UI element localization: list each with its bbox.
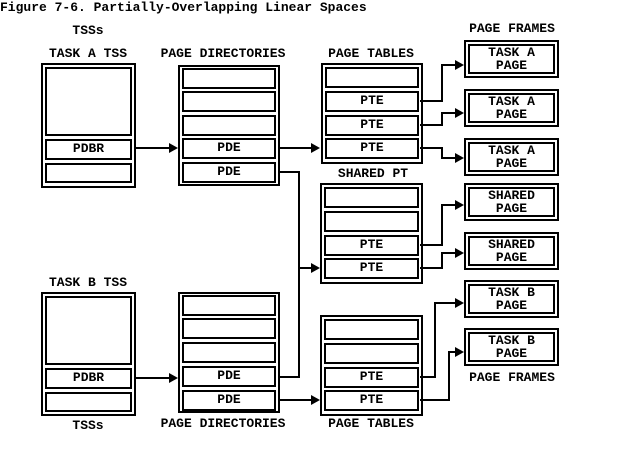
label-tsss-bottom: TSSs (72, 418, 104, 433)
page-frame-task-a-2: TASK A PAGE (464, 89, 559, 127)
label-page-tables-bottom: PAGE TABLES (328, 416, 414, 431)
label-page-frames-top: PAGE FRAMES (469, 21, 555, 36)
connector-table-b-pte1-run (434, 302, 455, 304)
shared-pt-cell-1 (324, 187, 419, 208)
table-b-cell-1 (324, 319, 419, 340)
page-frame-label: SHARED PAGE (468, 187, 555, 217)
shared-pt-pte-cell-1: PTE (324, 235, 419, 256)
connector-table-b-pte2-stub (420, 399, 450, 401)
page-frame-label: TASK A PAGE (468, 142, 555, 172)
connector-into-shared-pt (300, 267, 311, 269)
connector-shared-pte2-stub (420, 267, 443, 269)
connector-table-b-pte2-riser (448, 351, 450, 401)
shared-pt-cell-2 (324, 211, 419, 232)
connector-table-a-pte2-run (441, 112, 455, 114)
connector-shared-pte1-riser (441, 204, 443, 246)
shared-pt-pte-cell-2: PTE (324, 258, 419, 279)
arrowhead-into-frame-3 (455, 153, 464, 163)
connector-table-a-pte3-run (441, 157, 455, 159)
dir-b-cell-2 (182, 318, 276, 339)
connector-table-a-pte2-stub (420, 124, 443, 126)
arrowhead-into-table-a (311, 143, 320, 153)
connector-pdbr-a-to-dir-a (136, 147, 169, 149)
page-frame-label: TASK B PAGE (468, 284, 555, 314)
connector-table-a-pte1-riser (441, 64, 443, 102)
dir-b-pde-cell-2: PDE (182, 390, 276, 411)
connector-shared-pte1-stub (420, 244, 443, 246)
connector-shared-pte1-run (441, 204, 455, 206)
page-frame-task-b-1: TASK B PAGE (464, 280, 559, 318)
connector-dir-a-pde2-stub (280, 171, 300, 173)
page-frame-label: TASK B PAGE (468, 332, 555, 362)
dir-b-cell-1 (182, 295, 276, 316)
tss-b-pdbr-cell: PDBR (45, 368, 132, 389)
dir-b-cell-3 (182, 342, 276, 363)
connector-table-a-pte1-run (441, 64, 455, 66)
dir-b-pde-cell-1: PDE (182, 366, 276, 387)
arrowhead-into-dir-a (169, 143, 178, 153)
page-frame-shared-1: SHARED PAGE (464, 183, 559, 221)
table-b-pte-cell-2: PTE (324, 390, 419, 411)
tss-b-lower-cell (45, 392, 132, 412)
connector-table-a-pte1-stub (420, 100, 443, 102)
table-a-pte-cell-3: PTE (325, 138, 419, 159)
connector-dir-b-pde1-stub (280, 376, 300, 378)
tss-a-lower-cell (45, 163, 132, 183)
tss-a-empty-area (45, 67, 132, 136)
label-page-frames-bottom: PAGE FRAMES (469, 370, 555, 385)
arrowhead-into-frame-2 (455, 108, 464, 118)
table-a-pte-cell-1: PTE (325, 91, 419, 112)
tss-b-empty-area (45, 296, 132, 365)
connector-shared-pte2-riser (441, 252, 443, 269)
connector-pdbr-b-to-dir-b (136, 377, 169, 379)
arrowhead-into-frame-6 (455, 298, 464, 308)
connector-shared-vertical (298, 171, 300, 378)
table-b-pte-cell-1: PTE (324, 367, 419, 388)
connector-table-b-pte1-stub (420, 376, 436, 378)
connector-dir-a-pde1-to-table-a (280, 147, 311, 149)
connector-table-b-pte1-riser (434, 302, 436, 378)
dir-a-pde-cell-2: PDE (182, 162, 276, 183)
dir-a-cell-2 (182, 91, 276, 112)
arrowhead-into-frame-7 (455, 347, 464, 357)
page-frame-label: TASK A PAGE (468, 44, 555, 74)
page-frame-label: TASK A PAGE (468, 93, 555, 123)
table-b-cell-2 (324, 343, 419, 364)
page-frame-task-a-3: TASK A PAGE (464, 138, 559, 176)
arrowhead-into-shared-pt (311, 263, 320, 273)
table-a-pte-cell-2: PTE (325, 115, 419, 136)
table-a-cell-1 (325, 67, 419, 88)
dir-a-cell-1 (182, 68, 276, 89)
dir-a-pde-cell-1: PDE (182, 138, 276, 159)
connector-table-a-pte3-drop (441, 147, 443, 159)
arrowhead-into-dir-b (169, 373, 178, 383)
label-page-directories-bottom: PAGE DIRECTORIES (160, 416, 286, 431)
label-page-tables-top: PAGE TABLES (328, 46, 414, 61)
page-frame-task-a-1: TASK A PAGE (464, 40, 559, 78)
arrowhead-into-table-b (311, 395, 320, 405)
label-task-a-tss: TASK A TSS (48, 46, 127, 61)
tss-a-pdbr-cell: PDBR (45, 139, 132, 160)
label-page-directories-top: PAGE DIRECTORIES (160, 46, 286, 61)
connector-dir-b-pde2-to-table-b (280, 399, 311, 401)
connector-table-a-pte2-riser (441, 112, 443, 126)
arrowhead-into-frame-4 (455, 200, 464, 210)
connector-shared-pte2-run (441, 252, 455, 254)
dir-a-cell-3 (182, 115, 276, 136)
arrowhead-into-frame-1 (455, 60, 464, 70)
figure-title: Figure 7-6. Partially-Overlapping Linear… (0, 0, 367, 15)
arrowhead-into-frame-5 (455, 248, 464, 258)
label-task-b-tss: TASK B TSS (48, 275, 127, 290)
label-tsss-top: TSSs (72, 23, 104, 38)
connector-table-b-pte2-run (448, 351, 455, 353)
page-frame-task-b-2: TASK B PAGE (464, 328, 559, 366)
label-shared-pt: SHARED PT (337, 166, 409, 181)
connector-table-a-pte3-stub (420, 147, 443, 149)
page-frame-label: SHARED PAGE (468, 236, 555, 266)
page-frame-shared-2: SHARED PAGE (464, 232, 559, 270)
